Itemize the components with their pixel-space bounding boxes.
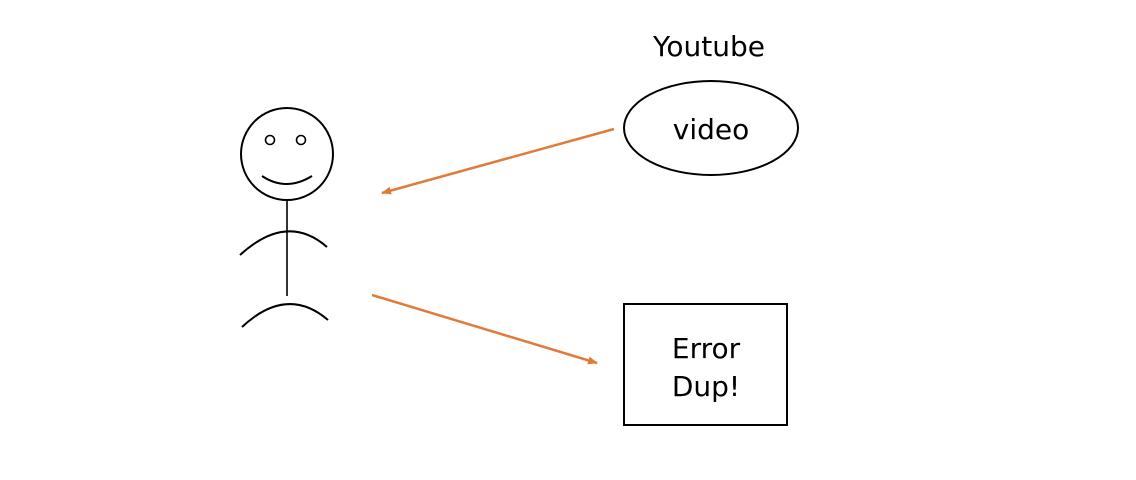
stick-figure-legs (241, 303, 329, 328)
stick-figure (239, 107, 334, 328)
stick-figure-arms (239, 230, 328, 256)
video-node-ellipse (623, 80, 799, 176)
error-node-line1: Error (672, 332, 741, 365)
platform-label: Youtube (652, 30, 765, 63)
stick-figure-smile (261, 175, 313, 185)
video-node: video (623, 80, 799, 176)
error-node-line2: Dup! (672, 370, 740, 403)
stick-figure-left-eye (264, 134, 276, 146)
video-node-label: video (673, 113, 749, 146)
arrow-user-to-error (371, 293, 598, 365)
stick-figure-right-eye (295, 134, 307, 146)
stick-figure-head (240, 107, 334, 201)
error-node: Error Dup! (623, 303, 788, 426)
error-node-box (623, 303, 788, 426)
arrow-video-to-user (381, 127, 615, 195)
